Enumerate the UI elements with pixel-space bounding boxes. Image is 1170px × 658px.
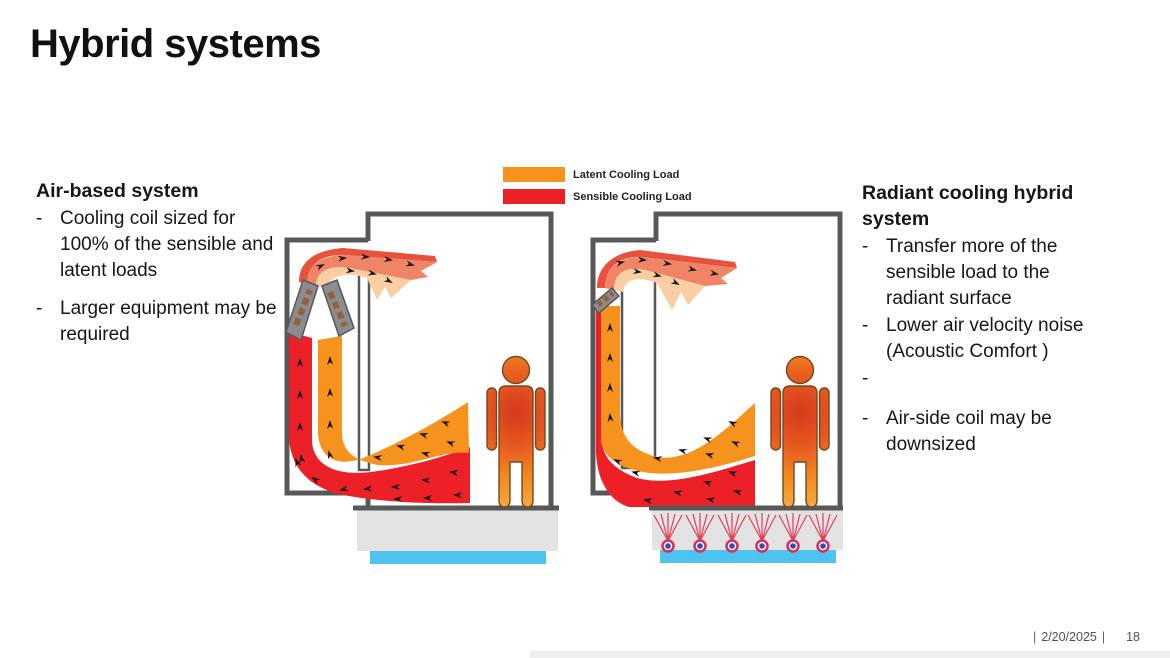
bullet-text: Transfer more of the sensible load to th…	[886, 236, 1058, 309]
radiant-cooling-hybrid-diagram	[590, 211, 843, 563]
list-item: - Cooling coil sized for 100% of the sen…	[36, 206, 296, 284]
footer-page-number: 18	[1126, 630, 1141, 644]
bullet-dash: -	[862, 236, 869, 257]
air-based-system-diagram	[284, 211, 559, 564]
latent-load-stream	[601, 306, 755, 474]
bullet-dash: -	[36, 298, 43, 319]
list-item: - Larger equipment may be required	[36, 296, 296, 348]
supply-air-stream	[597, 250, 737, 310]
footer-separator: |	[1101, 630, 1106, 644]
sensible-color-swatch	[503, 189, 565, 204]
footer-separator: |	[1033, 630, 1037, 644]
sensible-load-stream	[596, 306, 755, 507]
duct-partition	[620, 273, 657, 470]
air-based-bullet-list: - Cooling coil sized for 100% of the sen…	[36, 206, 296, 348]
supply-air-stream	[299, 248, 437, 300]
legend-item-sensible: Sensible Cooling Load	[503, 189, 692, 204]
radiant-floor-pipes	[653, 513, 838, 553]
latent-color-swatch	[503, 167, 565, 182]
list-item: - Air-side coil may be downsized	[862, 406, 1132, 458]
radiant-floor-slab	[652, 508, 843, 563]
bullet-text: Larger equipment may be required	[60, 298, 277, 345]
list-item: - Lower air velocity noise (Acoustic Com…	[862, 313, 1132, 365]
slide-footer: | 2/20/2025 | 18	[1028, 630, 1140, 644]
room-outline	[353, 211, 559, 511]
bullet-text: Air-side coil may be downsized	[886, 408, 1052, 455]
list-item: -	[862, 366, 1132, 392]
latent-load-stream	[318, 336, 469, 466]
room-outline	[649, 211, 843, 511]
legend-label: Latent Cooling Load	[573, 168, 680, 181]
duct-partition	[357, 271, 371, 472]
radiant-hybrid-panel: Radiant cooling hybrid system - Transfer…	[862, 180, 1132, 459]
occupant-figure	[770, 355, 830, 508]
bullet-dash: -	[862, 408, 869, 429]
air-based-heading: Air-based system	[36, 180, 199, 202]
list-item: - Transfer more of the sensible load to …	[862, 234, 1132, 312]
legend: Latent Cooling Load Sensible Cooling Loa…	[503, 167, 692, 211]
occupant-figure	[486, 355, 546, 508]
water-strip	[660, 550, 836, 563]
water-strip	[370, 551, 546, 564]
floor-slab	[357, 508, 558, 564]
bullet-dash: -	[862, 315, 869, 336]
bullet-dash: -	[36, 208, 43, 229]
bottom-edge-strip	[530, 651, 1170, 658]
bullet-text: Cooling coil sized for 100% of the sensi…	[60, 208, 274, 281]
cooling-coil-icon	[590, 286, 621, 315]
bullet-text	[886, 366, 1111, 392]
legend-item-latent: Latent Cooling Load	[503, 167, 692, 182]
slide-title: Hybrid systems	[30, 22, 321, 66]
footer-date: 2/20/2025	[1041, 630, 1097, 644]
cooling-coil-icon	[285, 279, 355, 342]
radiant-hybrid-bullet-list: - Transfer more of the sensible load to …	[862, 234, 1132, 458]
bullet-dash: -	[862, 368, 869, 389]
bullet-text: Lower air velocity noise (Acoustic Comfo…	[886, 315, 1084, 362]
sensible-load-stream	[289, 332, 470, 504]
legend-label: Sensible Cooling Load	[573, 190, 692, 203]
radiant-hybrid-heading: Radiant cooling hybrid system	[862, 182, 1074, 230]
air-based-system-panel: Air-based system - Cooling coil sized fo…	[36, 178, 296, 349]
